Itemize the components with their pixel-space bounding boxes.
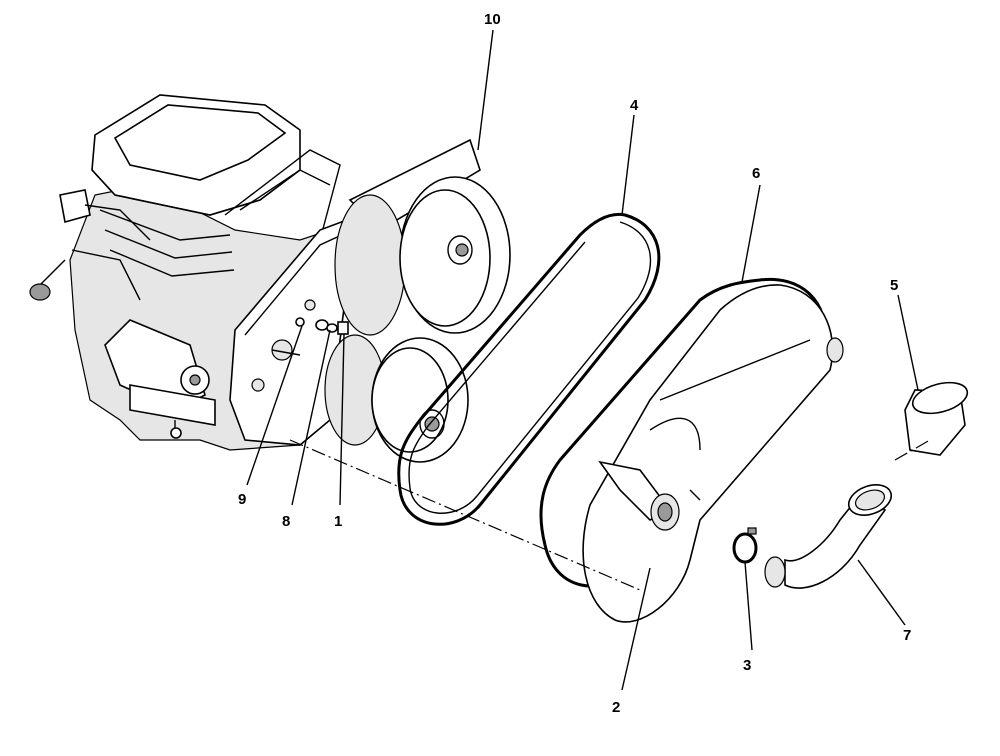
callout-6: 6 [752, 165, 760, 182]
duct-centerline [894, 439, 931, 461]
callout-1: 1 [334, 513, 342, 530]
callout-7: 7 [903, 627, 911, 644]
drive-belt [397, 212, 661, 526]
leader-lines [246, 29, 919, 691]
driven-clutch [324, 334, 469, 463]
hose-clamp [732, 527, 758, 564]
callout-9: 9 [238, 491, 246, 508]
duct-cap [904, 381, 969, 456]
drive-clutch [334, 138, 511, 336]
callout-3: 3 [743, 657, 751, 674]
callout-4: 4 [630, 97, 639, 114]
assembly-centerline [289, 439, 641, 591]
callout-5: 5 [890, 277, 898, 294]
callout-10: 10 [484, 11, 501, 28]
belt-cover [582, 284, 844, 623]
callout-8: 8 [282, 513, 290, 530]
callout-2: 2 [612, 699, 620, 716]
intake-duct [764, 484, 893, 589]
